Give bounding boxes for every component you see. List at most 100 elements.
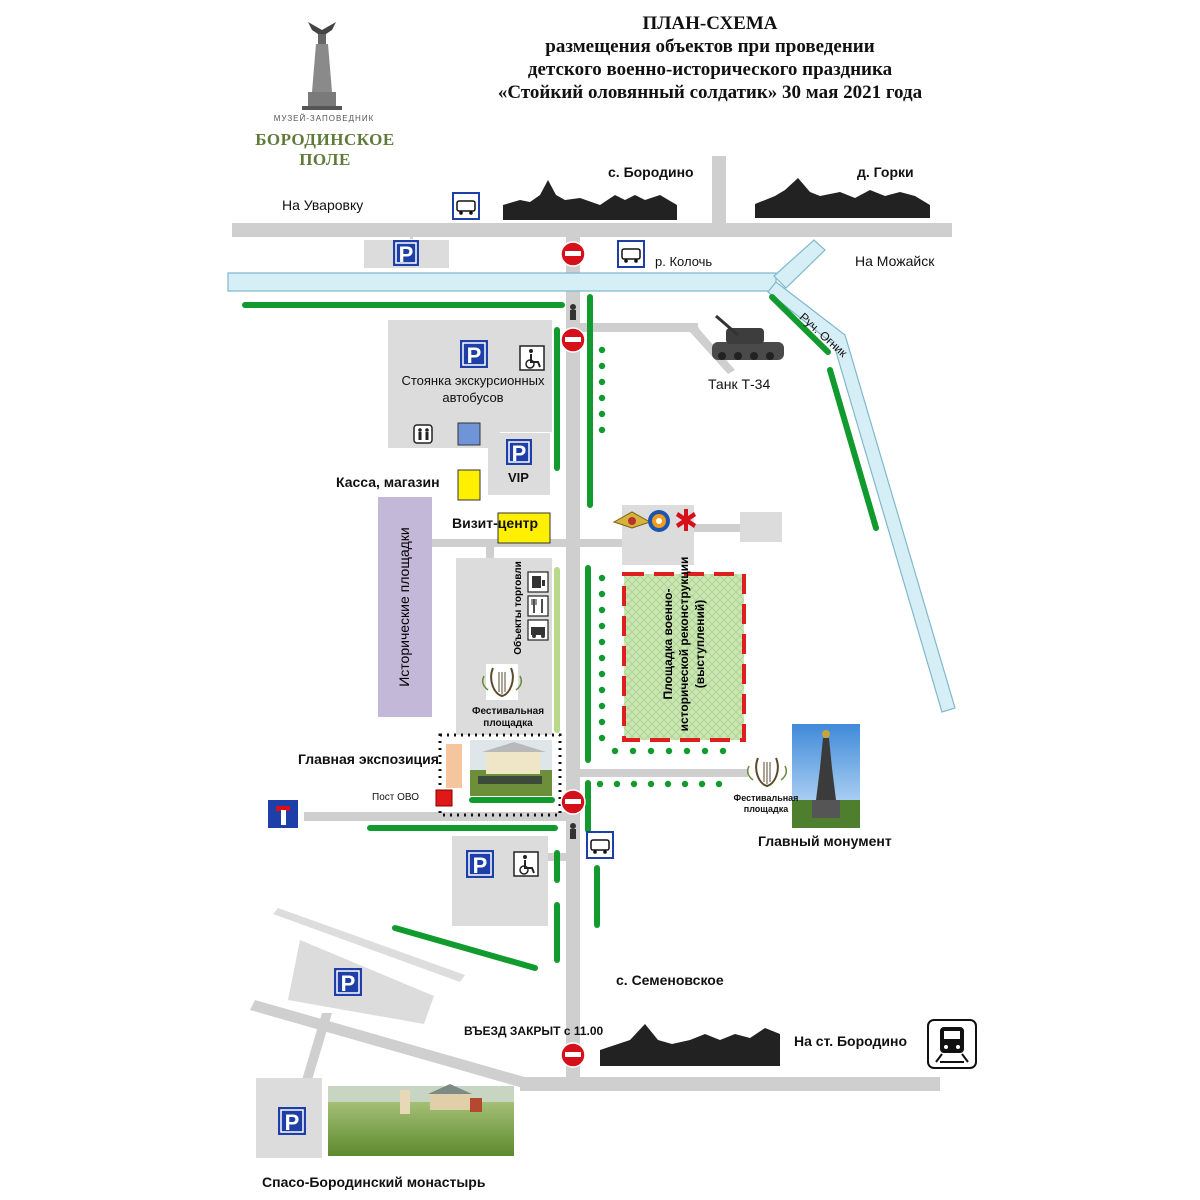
tree-dot [647, 780, 655, 788]
visit-center-label: Визит-центр [452, 515, 539, 531]
trade-icons [527, 571, 549, 641]
tree-dots [596, 346, 727, 788]
trade-objects-label: Объекты торговли [513, 561, 524, 655]
river-kolocha [227, 272, 777, 292]
tank-t34-picture [712, 314, 784, 360]
parking-icon: P [460, 340, 488, 368]
svg-text:P: P [467, 343, 482, 368]
plan-title: ПЛАН-СХЕМА размещения объектов при прове… [430, 12, 990, 104]
tank-label: Танк Т-34 [708, 376, 771, 392]
road-bottom [520, 1077, 940, 1091]
wheelchair-icon [519, 345, 545, 371]
dead-end-icon [268, 800, 298, 828]
road-west-lower [304, 812, 568, 821]
tree-dot [598, 590, 606, 598]
tree-dot [630, 780, 638, 788]
title-line-3: детского военно-исторического праздника [527, 59, 893, 80]
green-strip [769, 294, 831, 355]
monastery-label: Спасо-Бородинский монастырь [262, 1174, 486, 1190]
bus-stop-icon [586, 831, 614, 859]
museum-logo-monument [302, 22, 342, 110]
cafe-fork-knife-icon [527, 595, 549, 617]
kolocha-river-label: р. Колочь [655, 254, 713, 269]
title-line-1: ПЛАН-СХЕМА [642, 13, 778, 34]
tree-dot [598, 426, 606, 434]
logo-name-line-2: ПОЛЕ [299, 150, 351, 169]
road-main-vertical [566, 237, 580, 1077]
festival-site-right-label: Фестивальная площадка [733, 793, 799, 814]
tree-dot [598, 734, 606, 742]
blue-square-marker [457, 422, 481, 446]
no-entry-icon [560, 327, 586, 353]
gorki-village-silhouette [755, 178, 930, 218]
village-silhouettes [503, 178, 930, 1066]
road-top [232, 223, 952, 237]
green-strip [392, 925, 538, 971]
tree-dot [598, 686, 606, 694]
borodino-village-silhouette [503, 180, 677, 220]
vending-icon [527, 571, 549, 593]
reconstruction-site-label: Площадка военно-исторической реконструкц… [661, 556, 707, 732]
svg-text:P: P [512, 441, 527, 466]
main-monument-label: Главный монумент [758, 833, 892, 849]
security-post-marker [435, 789, 453, 807]
visit-center-marker [497, 512, 551, 544]
svg-text:P: P [399, 242, 414, 267]
wheelchair-icon [513, 851, 539, 877]
festival-site-label: Фестивальная площадка [471, 706, 545, 729]
vip-label: VIP [508, 470, 529, 485]
semenovskoe-village-silhouette [600, 1024, 780, 1066]
traffic-officer-icons [570, 304, 576, 839]
reconstruction-site-area [622, 572, 746, 742]
to-mozhaisk-label: На Можайск [855, 253, 935, 269]
road-visit-connector [486, 545, 494, 563]
medical-star-icon [676, 509, 696, 531]
tree-dot [715, 780, 723, 788]
green-strips [242, 294, 879, 971]
tree-dot [698, 780, 706, 788]
parking-icon: P [334, 968, 362, 996]
lyre-icon [746, 757, 788, 788]
parking-icon: P [466, 850, 494, 878]
tree-dot [664, 780, 672, 788]
historical-sites-label: Исторические площадки [396, 527, 412, 687]
tree-dot [681, 780, 689, 788]
road-uvarovka-stub [410, 223, 413, 239]
security-post-label: Пост ОВО [372, 792, 420, 803]
monastery-picture [328, 1084, 514, 1156]
logo-subtitle: МУЗЕЙ-ЗАПОВЕДНИК [273, 114, 375, 123]
tree-dot [598, 378, 606, 386]
bus-stop-icon [617, 240, 645, 268]
road-north-stub [712, 156, 726, 226]
tree-dot [598, 622, 606, 630]
wheelchair-icons [513, 345, 545, 877]
tree-dot [598, 638, 606, 646]
parking-icon: P [278, 1107, 306, 1135]
tree-dot [598, 574, 606, 582]
entry-closed-label: ВЪЕЗД ЗАКРЫТ с 11.00 [464, 1024, 604, 1038]
main-exposition-marker [446, 744, 462, 788]
road-to-tank [578, 323, 698, 332]
river-ognik [767, 281, 956, 713]
tree-dot [598, 702, 606, 710]
bus-parking-area [388, 320, 552, 448]
no-entry-icon [560, 789, 586, 815]
restroom-icon [413, 424, 433, 444]
road-east-stub [692, 524, 742, 532]
bus-stop-icons [452, 192, 645, 859]
borodino-village-label: с. Бородино [608, 164, 694, 180]
tree-dot [613, 780, 621, 788]
title-line-2: размещения объектов при проведении [545, 36, 875, 57]
ticket-shop-label: Касса, магазин [336, 474, 440, 490]
to-uvarovka-label: На Уваровку [282, 197, 364, 213]
tree-dot [611, 747, 619, 755]
svg-text:P: P [341, 971, 356, 996]
ticket-shop-marker [457, 469, 481, 501]
tree-dot [665, 747, 673, 755]
title-line-4: «Стойкий оловянный солдатик» 30 мая 2021… [497, 82, 923, 103]
tree-dot [629, 747, 637, 755]
parking-icon: P [393, 240, 419, 267]
main-exposition-label: Главная экспозиция [298, 751, 439, 767]
svg-text:P: P [473, 853, 488, 878]
